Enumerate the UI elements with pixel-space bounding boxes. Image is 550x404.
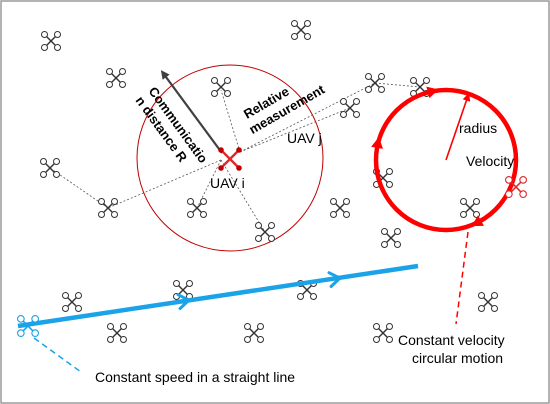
uav-i-rotor <box>218 147 224 153</box>
straight-line-caption: Constant speed in a straight line <box>95 369 295 385</box>
quadcopter-icon <box>41 31 61 51</box>
circle-arrowhead <box>426 86 439 99</box>
straight-direction-arrows <box>176 271 343 311</box>
quadcopter-icon <box>255 222 275 242</box>
quadcopter-icon <box>381 228 401 248</box>
quadcopter-icon <box>460 198 480 218</box>
uav-i-rotor <box>218 165 224 171</box>
uav-i-label: UAV i <box>210 175 245 191</box>
quadcopter-icon <box>365 73 385 93</box>
radius-label: radius <box>459 120 497 136</box>
quadcopter-icon <box>62 292 82 312</box>
circular-caption-leader <box>455 231 469 325</box>
quadcopter-icon <box>291 20 311 40</box>
quadcopter-icon <box>244 323 264 343</box>
circle-arrowhead <box>371 137 383 149</box>
circular-motion-caption: Constant velocity circular motion <box>398 332 509 366</box>
communication-range-circle <box>136 64 324 252</box>
red-quadcopter-icon <box>504 175 528 199</box>
velocity-label: Velocity <box>466 153 514 169</box>
circular-motion-path <box>373 87 519 233</box>
uav-i-rotor <box>236 147 242 153</box>
uav-swarm <box>40 20 498 343</box>
quadcopter-icon <box>40 158 60 178</box>
uav-j-label: UAV j <box>287 130 322 146</box>
uav-i-rotor <box>236 165 242 171</box>
quadcopter-icon <box>187 198 207 218</box>
uav-i-center <box>218 147 242 171</box>
red-uav-icon <box>504 175 528 199</box>
quadcopter-icon <box>373 323 393 343</box>
circular-direction-arrows <box>371 86 484 227</box>
radius-arrow <box>445 92 471 161</box>
blue-uav-icon <box>16 314 40 338</box>
communication-distance-label: Communicatio n distance R <box>133 84 213 178</box>
quadcopter-icon <box>107 323 127 343</box>
quadcopter-icon <box>98 198 118 218</box>
straight-caption-leader <box>33 337 82 373</box>
quadcopter-icon <box>330 198 350 218</box>
line-chevron <box>327 271 343 289</box>
communication-range-arrow <box>160 70 223 154</box>
relative-measurement-label: Relative measurement <box>238 68 327 137</box>
line-chevron <box>176 293 192 311</box>
uav-i-arm <box>220 149 240 169</box>
quadcopter-icon <box>211 77 231 97</box>
circle-arrowhead <box>471 215 484 227</box>
blue-quadcopter-icon <box>16 314 40 338</box>
quadcopter-icon <box>340 98 360 118</box>
quadcopter-icon <box>106 68 126 88</box>
quadcopter-icon <box>478 292 498 312</box>
straight-line-path <box>17 263 419 329</box>
